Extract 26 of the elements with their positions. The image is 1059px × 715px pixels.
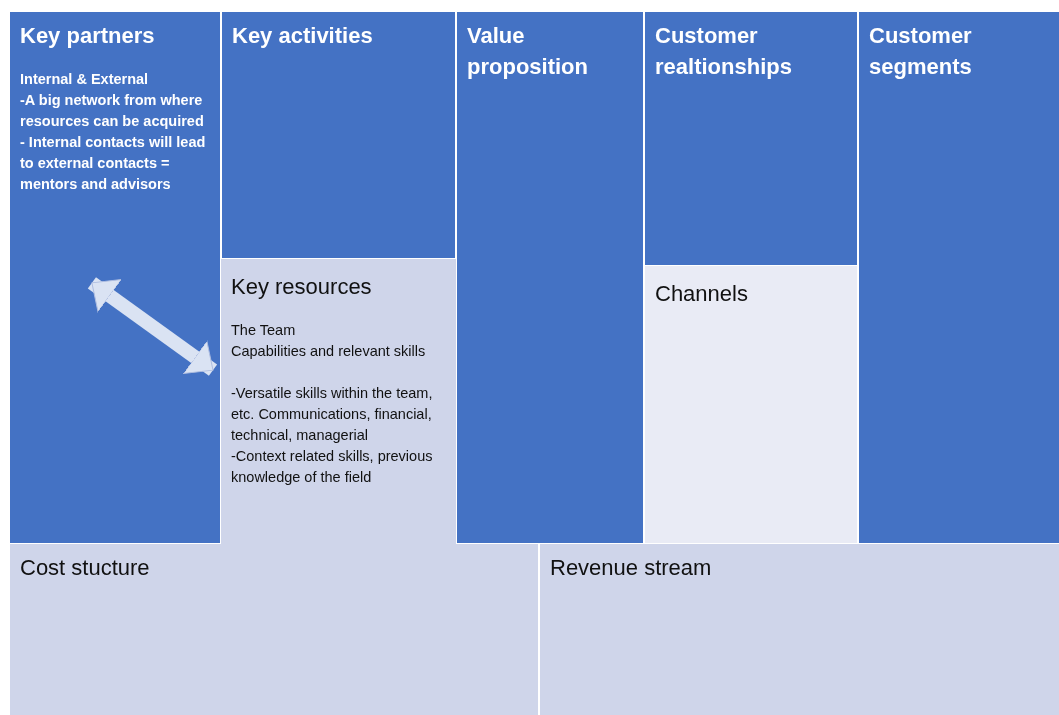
canvas-block [645,12,857,265]
block-heading: Key partners [20,22,156,50]
block-text: -Context related skills, previous knowledge of the field [231,447,434,487]
double-arrow [87,277,218,376]
canvas-block [540,544,1059,715]
block-heading: Value proposition [467,22,589,81]
block-heading: Revenue stream [550,554,713,582]
block-heading: Customer realtionships [655,22,793,81]
block-heading: Key activities [232,22,374,50]
block-heading: Cost stucture [20,554,151,582]
block-text: - Internal contacts will lead to external contacts = mentors and advisors [20,133,207,194]
canvas-block [859,12,1059,543]
canvas-block [222,12,455,258]
block-text: -Versatile skills within the team, etc. Communications, financial, technical, managerial [231,384,434,445]
block-heading: Channels [655,280,749,308]
block-text: Internal & External [20,70,150,89]
block-heading: Customer segments [869,22,973,81]
block-heading: Key resources [231,273,373,301]
block-text: Capabilities and relevant skills [231,342,427,361]
canvas-block [10,12,220,543]
canvas-block [10,544,538,715]
block-text: The Team [231,321,297,340]
canvas-block [221,259,456,544]
canvas-block [457,12,643,543]
block-text: -A big network from where resources can be acquired [20,91,205,131]
canvas-block [645,266,857,543]
